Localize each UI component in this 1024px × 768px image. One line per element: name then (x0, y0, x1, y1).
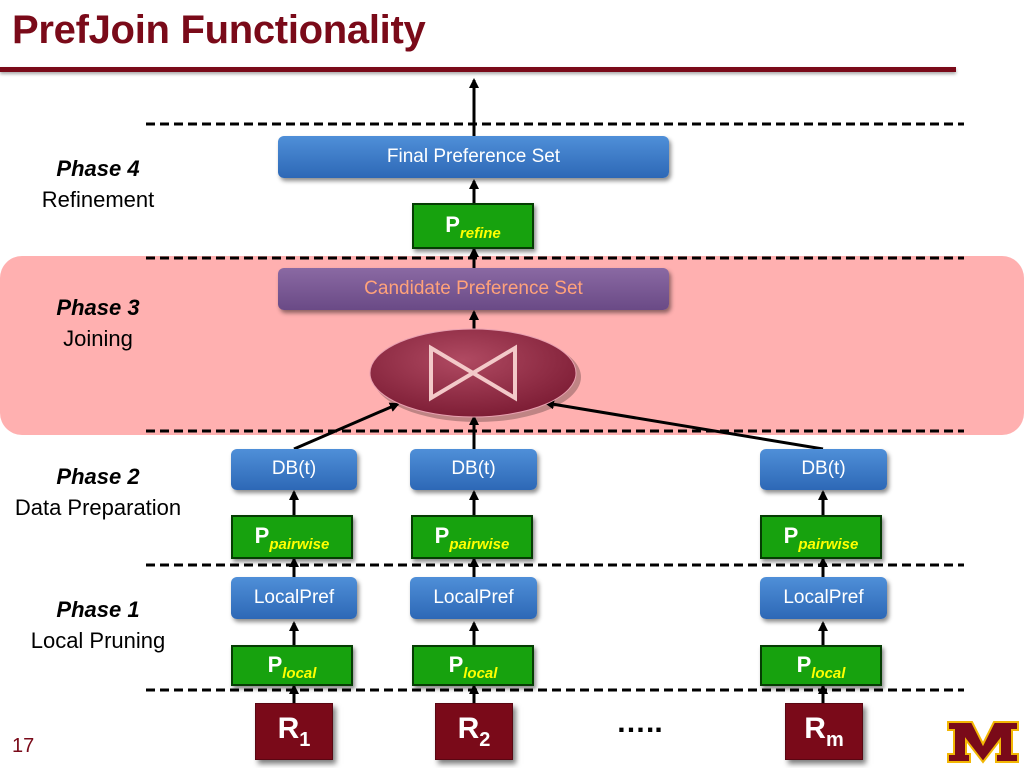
p-local-main-1: P (267, 652, 283, 677)
phase-3-name: Phase 3 (56, 295, 140, 320)
localpref-box-m: LocalPref (760, 577, 887, 619)
relation-rm-sub: m (825, 729, 844, 751)
relation-r2-main: R (457, 712, 480, 745)
university-m-logo (947, 721, 1019, 764)
p-pairwise-box-2: Ppairwise (411, 515, 533, 559)
p-local-box-1: Plocal (231, 645, 353, 686)
phase-1-name: Phase 1 (56, 597, 140, 622)
slide-number: 17 (12, 735, 35, 757)
p-refine-main: P (445, 212, 460, 237)
p-local-box-2: Plocal (412, 645, 534, 686)
p-local-main-m: P (796, 652, 812, 677)
phase-1-desc: Local Pruning (30, 628, 166, 653)
p-local-main-2: P (448, 652, 464, 677)
relation-r2-sub: 2 (479, 729, 491, 751)
slide-title: PrefJoin Functionality (12, 8, 426, 52)
p-local-sub-2: local (463, 665, 498, 682)
ellipsis-more-relations: ….. (616, 706, 663, 739)
p-pairwise-box-m: Ppairwise (760, 515, 882, 559)
p-pairwise-sub-1: pairwise (269, 536, 330, 553)
p-pairwise-sub-m: pairwise (798, 536, 859, 553)
title-underline (0, 67, 956, 72)
relation-r1-sub: 1 (299, 729, 311, 751)
relation-r1-box: R1 (255, 703, 333, 760)
relation-rm-main: R (804, 712, 826, 745)
phase-2-name: Phase 2 (56, 464, 140, 489)
p-pairwise-main-m: P (783, 523, 799, 548)
final-preference-set-box: Final Preference Set (278, 136, 669, 178)
p-local-sub-m: local (811, 665, 846, 682)
phase-2-desc: Data Preparation (14, 495, 182, 520)
p-refine-box: Prefine (412, 203, 534, 249)
phase-3-desc: Joining (63, 326, 133, 351)
p-pairwise-main-1: P (254, 523, 270, 548)
candidate-preference-set-box: Candidate Preference Set (278, 268, 669, 310)
relation-rm-box: Rm (785, 703, 863, 760)
p-pairwise-box-1: Ppairwise (231, 515, 353, 559)
phase-4-desc: Refinement (41, 187, 155, 212)
p-local-box-m: Plocal (760, 645, 882, 686)
bowtie-join-icon (429, 344, 517, 402)
phase-4-name: Phase 4 (56, 156, 140, 181)
phase-2-label: Phase 2 Data Preparation (0, 461, 196, 523)
db-box-1: DB(t) (231, 449, 357, 490)
relation-r1-main: R (277, 712, 300, 745)
phase-1-label: Phase 1 Local Pruning (16, 594, 180, 656)
arrow-db1-join (293, 402, 400, 451)
p-pairwise-main-2: P (434, 523, 450, 548)
localpref-box-2: LocalPref (410, 577, 537, 619)
db-box-2: DB(t) (410, 449, 537, 490)
db-box-m: DB(t) (760, 449, 887, 490)
relation-r2-box: R2 (435, 703, 513, 760)
arrow-dbm-join (544, 399, 824, 451)
phase-3-label: Phase 3 Joining (28, 292, 168, 354)
phase-4-label: Phase 4 Refinement (28, 153, 168, 215)
p-refine-sub: refine (459, 225, 501, 242)
p-pairwise-sub-2: pairwise (449, 536, 510, 553)
localpref-box-1: LocalPref (231, 577, 357, 619)
p-local-sub-1: local (282, 665, 317, 682)
